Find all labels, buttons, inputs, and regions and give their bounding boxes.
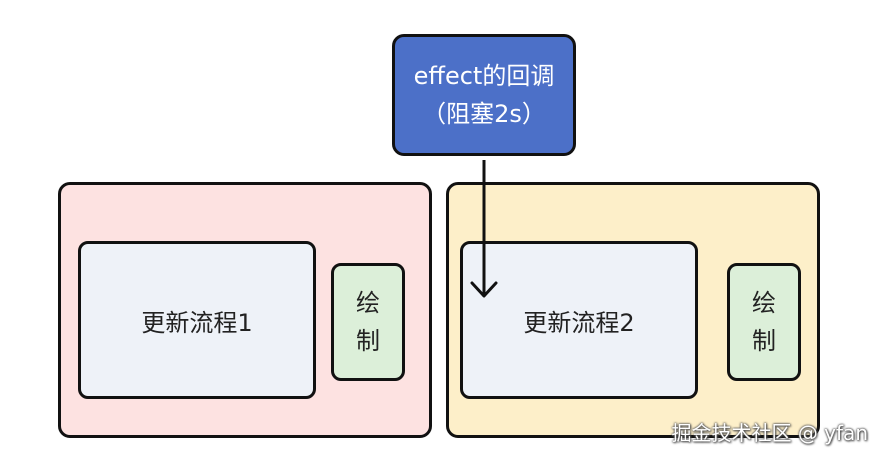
- update-process-2-label: 更新流程2: [523, 308, 635, 337]
- frame-1: 更新流程1 绘 制: [58, 182, 432, 438]
- paint-1-label-line2: 制: [356, 327, 380, 355]
- paint-2-label-line1: 绘: [752, 289, 776, 317]
- frame-2: 更新流程2 绘 制: [446, 182, 820, 438]
- effect-callback-box: effect的回调 （阻塞2s）: [392, 34, 576, 156]
- paint-1-box: 绘 制: [331, 263, 405, 381]
- paint-1-label-line1: 绘: [356, 289, 380, 317]
- effect-callback-blocking-label: （阻塞2s）: [422, 100, 546, 128]
- update-process-2-box: 更新流程2: [460, 241, 698, 399]
- update-process-1-box: 更新流程1: [78, 241, 316, 399]
- watermark: 掘金技术社区 @ yfan: [671, 421, 868, 445]
- paint-2-box: 绘 制: [727, 263, 801, 381]
- update-process-1-label: 更新流程1: [141, 308, 253, 337]
- effect-callback-label: effect的回调: [413, 62, 555, 90]
- arrow-head-icon: [470, 281, 498, 298]
- paint-2-label-line2: 制: [752, 327, 776, 355]
